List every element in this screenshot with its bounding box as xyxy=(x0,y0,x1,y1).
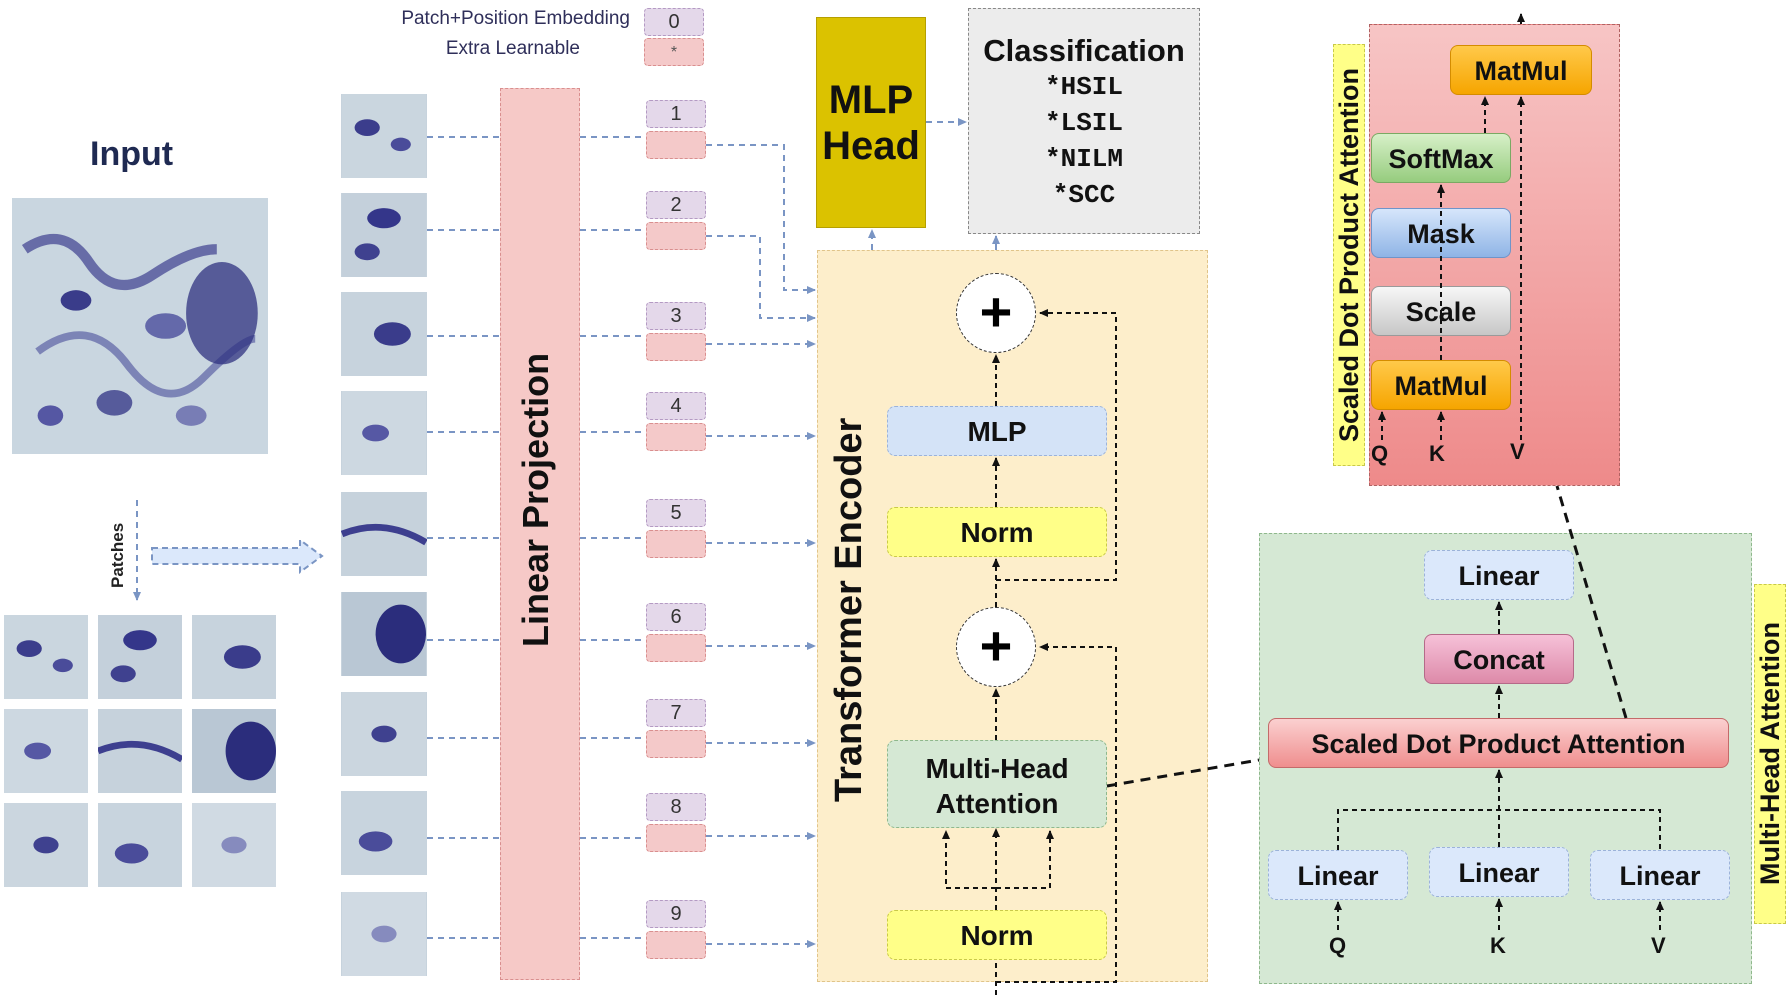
encoder-mlp-block: MLP xyxy=(887,406,1107,456)
patch-8 xyxy=(341,791,427,875)
token-1-embedding xyxy=(646,131,706,159)
token-8-index: 8 xyxy=(646,793,706,821)
residual-add-bottom: + xyxy=(956,607,1036,687)
linear-projection-label: Linear Projection xyxy=(515,352,556,648)
grid-patch xyxy=(192,709,276,793)
mha-concat: Concat xyxy=(1424,634,1574,684)
sdpa-scale: Scale xyxy=(1371,286,1511,336)
sdpa-v-label: V xyxy=(1510,439,1525,464)
token-9-index: 9 xyxy=(646,900,706,928)
token-1-index: 1 xyxy=(646,100,706,128)
patch-9 xyxy=(341,892,427,976)
grid-patch xyxy=(192,615,276,699)
token-4-embedding xyxy=(646,423,706,451)
mha-linear-k: Linear xyxy=(1429,847,1569,897)
encoder-norm-top: Norm xyxy=(887,507,1107,557)
sdpa-q-label: Q xyxy=(1371,441,1389,466)
patch-7 xyxy=(341,692,427,776)
encoder-mha-line2: Attention xyxy=(935,788,1059,819)
legend-embedding-token: 0 xyxy=(644,8,704,36)
token-6-index: 6 xyxy=(646,603,706,631)
sdpa-softmax: SoftMax xyxy=(1371,133,1511,183)
mha-k-label: K xyxy=(1490,933,1506,958)
class-hsil: *HSIL xyxy=(1044,72,1123,102)
class-lsil: *LSIL xyxy=(1044,108,1123,138)
token-4-index: 4 xyxy=(646,392,706,420)
patches-label: Patches xyxy=(108,522,127,588)
class-scc: *SCC xyxy=(1052,180,1116,210)
mlp-head-line2: Head xyxy=(822,123,920,168)
mlp-head-box: MLP Head xyxy=(816,17,926,228)
sdpa-matmul-top: MatMul xyxy=(1450,45,1592,95)
patch-1 xyxy=(341,94,427,178)
encoder-norm-bottom: Norm xyxy=(887,910,1107,960)
transformer-encoder-title: Transformer Encoder xyxy=(828,417,870,803)
patch-5 xyxy=(341,492,427,576)
token-7-embedding xyxy=(646,730,706,758)
sdpa-title: Scaled Dot Product Attention xyxy=(1333,44,1365,466)
mha-linear-q: Linear xyxy=(1268,850,1408,900)
mha-linear-v: Linear xyxy=(1590,850,1730,900)
token-9-embedding xyxy=(646,931,706,959)
token-3-index: 3 xyxy=(646,302,706,330)
input-image xyxy=(12,198,268,454)
mha-sdpa-block: Scaled Dot Product Attention xyxy=(1268,718,1729,768)
grid-patch xyxy=(4,709,88,793)
sdpa-k-label: K xyxy=(1429,441,1445,466)
class-nilm: *NILM xyxy=(1044,144,1123,174)
token-5-embedding xyxy=(646,530,706,558)
legend-learnable-token: * xyxy=(644,38,704,66)
input-title: Input xyxy=(90,135,174,173)
mha-q-label: Q xyxy=(1329,933,1347,958)
token-6-embedding xyxy=(646,634,706,662)
token-7-index: 7 xyxy=(646,699,706,727)
encoder-mha-line1: Multi-Head xyxy=(925,753,1069,784)
grid-patch xyxy=(4,615,88,699)
patch-2 xyxy=(341,193,427,277)
patch-3 xyxy=(341,292,427,376)
sdpa-matmul-bottom: MatMul xyxy=(1371,360,1511,410)
grid-patch xyxy=(98,803,182,887)
grid-patch xyxy=(192,803,276,887)
token-2-embedding xyxy=(646,222,706,250)
mha-title: Multi-Head Attention xyxy=(1754,584,1786,924)
token-3-embedding xyxy=(646,333,706,361)
token-5-index: 5 xyxy=(646,499,706,527)
residual-add-top: + xyxy=(956,273,1036,353)
legend-extra-learnable-label: Extra Learnable xyxy=(445,38,580,59)
linear-projection-box xyxy=(500,88,580,980)
legend-patch-position-label: Patch+Position Embedding xyxy=(401,8,630,29)
grid-patch xyxy=(98,709,182,793)
patchify-arrow xyxy=(151,538,324,574)
classification-title: Classification xyxy=(983,33,1185,68)
grid-patch xyxy=(98,615,182,699)
sdpa-mask: Mask xyxy=(1371,208,1511,258)
token-2-index: 2 xyxy=(646,191,706,219)
grid-patch xyxy=(4,803,88,887)
patch-4 xyxy=(341,391,427,475)
mha-linear-output: Linear xyxy=(1424,550,1574,600)
patch-6 xyxy=(341,592,427,676)
mlp-head-line1: MLP xyxy=(828,77,914,122)
mha-v-label: V xyxy=(1651,933,1666,958)
classification-box: Classification *HSIL *LSIL *NILM *SCC xyxy=(968,8,1200,234)
encoder-mha-block: Multi-Head Attention xyxy=(887,740,1107,828)
token-8-embedding xyxy=(646,824,706,852)
